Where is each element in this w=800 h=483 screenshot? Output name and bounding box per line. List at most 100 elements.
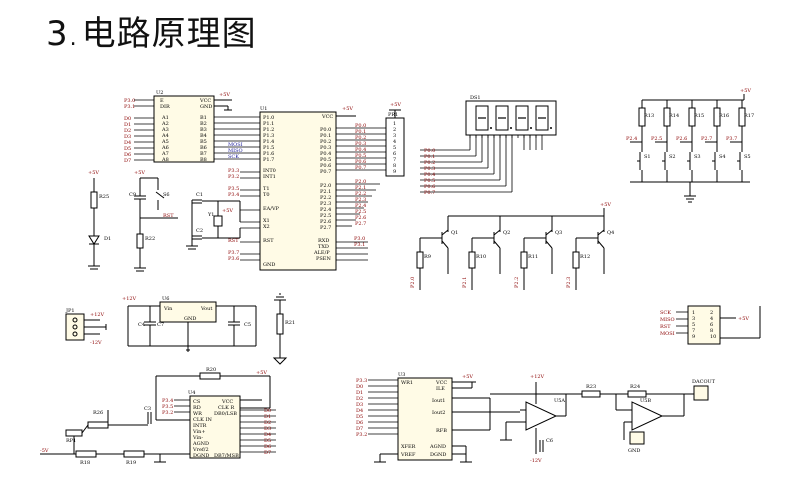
u1-gnd-pin: GND <box>263 262 275 268</box>
u1-p1-pin: P1.7 <box>263 157 274 163</box>
r22-resistor <box>136 233 144 249</box>
u4-body <box>189 395 241 459</box>
u2-e-pin: E <box>160 98 164 104</box>
p37-net: P3.7 <box>228 250 239 256</box>
u1-p1-pin: P1.4 <box>263 139 274 145</box>
u1-p2-pin: P2.7 <box>320 225 331 231</box>
u2-b-pin: B2 <box>200 121 207 127</box>
display-p0-net: P0.5 <box>424 178 435 184</box>
r20-label: R20 <box>206 367 216 373</box>
ds1-digit <box>475 105 489 131</box>
ds1-digits <box>475 105 552 131</box>
c1-label: C1 <box>196 192 203 198</box>
u1-p0-bus <box>336 127 386 227</box>
u1-ale-pin: ALE/P <box>313 250 330 256</box>
u2-a-pin: A7 <box>161 151 169 157</box>
p23-net: P2.3 <box>566 277 572 288</box>
u2-b-pin: B4 <box>200 133 207 139</box>
u1-p0-pin: P0.4 <box>320 151 331 157</box>
u4-net: P3.5 <box>162 404 173 410</box>
display-p0-net: P0.4 <box>424 172 435 178</box>
u1-vcc-pin: VCC <box>321 114 333 120</box>
section-number: 3 <box>46 14 69 54</box>
jp1-p12-net: +12V <box>90 312 105 318</box>
u2-a-pin: A1 <box>161 115 169 121</box>
u6-vin-pin: Vin <box>163 306 173 312</box>
u5a-vcc-net: +12V <box>530 374 545 380</box>
r13-label: R13 <box>644 113 654 119</box>
u1-rxd-pin: RXD <box>318 238 329 244</box>
driver-vcc-net: +5V <box>600 202 611 208</box>
c4-label: C4 <box>138 322 145 328</box>
key-switches: +5V R13P2.4S1R14P2.5S2R15P2.6S3R16P2.7S4… <box>626 88 754 203</box>
r11-resistor <box>520 251 528 269</box>
u4-clkr: CLK R <box>218 405 234 411</box>
u2-b-pin: B6 <box>200 145 207 151</box>
u6-vin-net: +12V <box>122 296 137 302</box>
u2-net-label: D7 <box>124 158 131 164</box>
u1-body <box>259 111 337 271</box>
jp1-label: JP1 <box>65 308 75 314</box>
u1-p1-pin: P1.1 <box>263 121 274 127</box>
u2-a-pin: A4 <box>161 133 169 139</box>
r12-label: R12 <box>580 254 590 260</box>
ds1-digit <box>535 105 549 131</box>
u2-a-pin: A6 <box>161 145 169 151</box>
u5a-label: U5A <box>554 398 565 404</box>
r19-resistor <box>123 450 145 458</box>
u1-p0-net: P0.2 <box>355 135 366 141</box>
u3-rfb: RFB <box>436 428 447 434</box>
section-title-text: 电路原理图 <box>81 14 257 54</box>
u3-agnd: AGND <box>429 444 446 450</box>
u1-p2-pin: P2.1 <box>320 189 331 195</box>
u2-a-pin: A3 <box>161 127 169 133</box>
u4-db0: DB0/LSB <box>214 411 237 417</box>
u1-vcc-net: +5V <box>342 106 353 112</box>
u4-intr: INTR <box>193 423 207 429</box>
u1-p2-pin: P2.4 <box>320 207 331 213</box>
display-p0-net: P0.0 <box>424 148 435 154</box>
u1-p1-pin: P1.0 <box>263 115 274 121</box>
q3-label: Q3 <box>555 230 562 236</box>
p34-net: P3.4 <box>228 192 239 198</box>
display-p0-net: P0.1 <box>424 154 435 160</box>
pr1-pin: 3 <box>393 133 396 139</box>
u4-left-pins: P3.4P3.5P3.2 <box>162 398 190 416</box>
pr1-vcc-net: +5V <box>390 102 401 108</box>
r24-resistor <box>627 390 647 398</box>
u1-p2-net: P2.3 <box>355 197 366 203</box>
r15-label: R15 <box>694 113 704 119</box>
u3-vcc: VCC <box>435 380 447 386</box>
pr1-pin: 4 <box>393 139 396 145</box>
u4-label: U4 <box>188 390 195 396</box>
u3-vcc-net: +5V <box>462 374 473 380</box>
p32-net: P3.2 <box>228 174 239 180</box>
r26-label: R26 <box>93 410 103 416</box>
u4-db7: DB7/MSB <box>214 453 239 459</box>
u4-data-net: D2 <box>264 420 271 426</box>
pr1-pin: 1 <box>393 121 396 127</box>
u2-a-pin: A8 <box>161 157 169 163</box>
u1-label: U1 <box>260 106 267 112</box>
u4-data-net: D4 <box>264 432 271 438</box>
mosi-net: MOSI <box>228 142 243 148</box>
isp-pin: 7 <box>692 328 695 334</box>
u4-wr: WR <box>193 411 202 417</box>
display-p0-labels: P0.0P0.1P0.2P0.3P0.4P0.5P0.6P0.7 <box>424 148 435 196</box>
u2-body <box>153 95 215 163</box>
c3-label: C3 <box>144 406 151 412</box>
c6-label: C6 <box>546 438 553 444</box>
adc-input-network: R26 RP1 -5V R18 R19 <box>40 410 190 466</box>
u2-gnd-pin: GND <box>200 104 212 110</box>
